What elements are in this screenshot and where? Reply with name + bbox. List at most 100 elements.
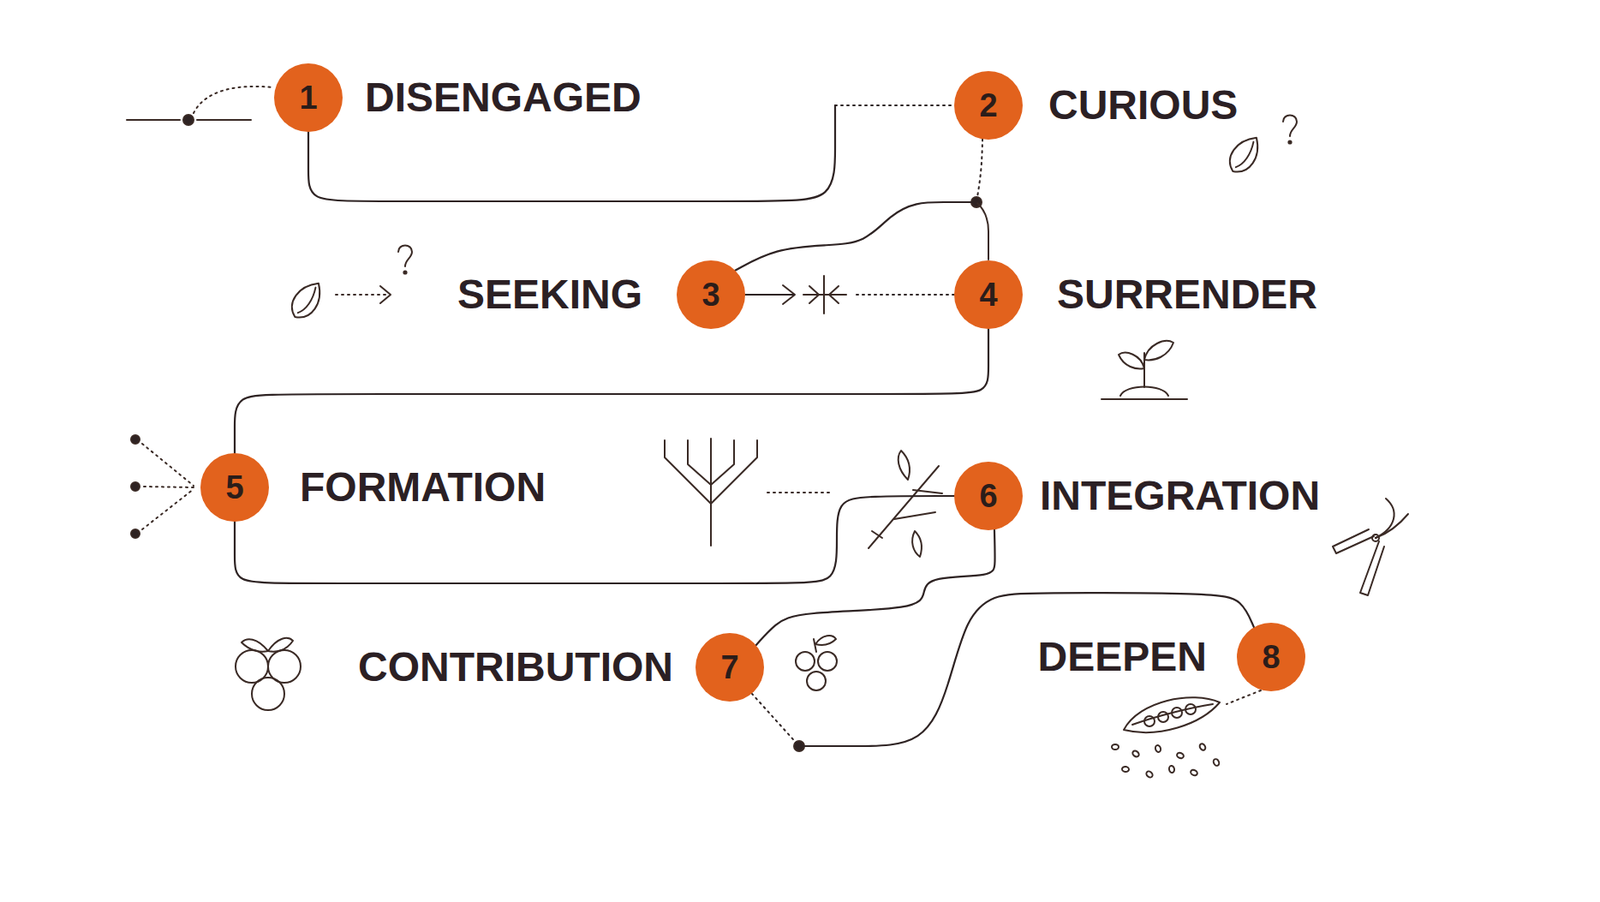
step-number: 5 [225, 471, 244, 504]
step-number: 1 [298, 81, 317, 114]
pea-pod-icon [1185, 704, 1196, 715]
grapes-icon [795, 651, 815, 671]
tree-icon [664, 438, 831, 546]
question-icon [398, 245, 412, 275]
step-label: CONTRIBUTION [358, 644, 674, 691]
seeds-icon [1176, 752, 1185, 759]
step-circle: 6INTEGRATION [954, 461, 1023, 531]
seeds-icon [1212, 758, 1221, 767]
path-connector [308, 105, 955, 202]
grapes-icon [795, 635, 837, 691]
berries-icon [235, 638, 301, 711]
branch-dots [131, 435, 194, 538]
pruner-icon [1360, 541, 1385, 596]
twig-icon [898, 450, 910, 480]
twig-icon [868, 450, 943, 557]
step-label: SURRENDER [1056, 272, 1318, 318]
step-circle: 8DEEPEN [1236, 622, 1306, 692]
step-circle: 5FORMATION [200, 453, 269, 522]
connector-line [756, 529, 996, 645]
step-number: 8 [1261, 640, 1280, 674]
grapes-icon [817, 651, 837, 671]
start-marker [126, 86, 273, 126]
step-label: DEEPEN [1038, 634, 1207, 681]
step-label: CURIOUS [1048, 83, 1238, 129]
twig-icon [868, 465, 939, 549]
sprout-icon [1120, 387, 1169, 397]
question-icon [1283, 115, 1297, 138]
connector-line [752, 693, 800, 747]
grapes-icon [813, 638, 817, 652]
connector-line [856, 293, 955, 296]
sprout-icon [1144, 340, 1174, 360]
grapes-icon [806, 671, 826, 691]
connector-line [234, 328, 989, 454]
seeds-icon [1145, 770, 1154, 779]
step-circle: 7CONTRIBUTION [695, 632, 765, 702]
berries-icon [268, 638, 293, 652]
seed-icon [1235, 142, 1257, 170]
tree-icon [710, 440, 758, 504]
seed-icon [285, 276, 329, 324]
step-number: 7 [720, 650, 739, 684]
seeds-icon [1111, 742, 1220, 779]
branch-dots [131, 482, 140, 491]
seeds-icon [1111, 744, 1119, 750]
step-circle: 4SURRENDER [954, 260, 1023, 329]
tree-icon [687, 440, 711, 485]
step-label: FORMATION [299, 465, 546, 511]
step-number: 6 [979, 479, 998, 513]
illustration [126, 86, 1409, 779]
twig-icon [912, 531, 922, 557]
branch-dots [142, 443, 194, 530]
connector-line [734, 202, 977, 271]
tree-icon [767, 491, 831, 494]
path-connector [745, 294, 955, 296]
converge-symbol [809, 286, 819, 304]
pruner-icon [1372, 534, 1380, 542]
step-circle: 2CURIOUS [954, 71, 1023, 140]
connector-line [308, 105, 836, 202]
sprout-icon [1101, 340, 1188, 400]
pruner-icon [1375, 498, 1395, 538]
start-marker [193, 86, 273, 114]
path-connector [756, 529, 996, 645]
seeds-icon [1168, 765, 1175, 774]
pea-pod-icon [1171, 707, 1183, 718]
pruner-icon [1332, 498, 1409, 596]
branch-dots [131, 435, 140, 444]
twig-icon [913, 489, 943, 494]
tree-icon [664, 440, 711, 504]
tree-icon [710, 440, 735, 485]
sprout-icon [1118, 352, 1145, 370]
twig-icon [871, 531, 883, 538]
branch-dots [131, 529, 140, 538]
path-connector [734, 138, 983, 270]
step-number: 4 [979, 278, 998, 311]
step-label: SEEKING [457, 272, 643, 318]
seed-icon [1223, 131, 1266, 179]
junction-dot [971, 197, 989, 260]
step-label: INTEGRATION [1039, 473, 1320, 520]
pruner-icon [1375, 513, 1409, 538]
start-marker [183, 114, 194, 126]
path-connector [234, 328, 989, 454]
seek-arrow [380, 286, 391, 304]
converge-symbol [829, 286, 839, 304]
tree-icon [710, 438, 712, 546]
step-circle: 3SEEKING [676, 260, 746, 329]
pea-pod-icon [1158, 711, 1169, 723]
pea-pod-icon [1123, 690, 1261, 733]
pea-pod-icon [1144, 716, 1155, 727]
step-circle: 1DISENGAGED [274, 63, 343, 132]
seed-icon [298, 287, 319, 316]
junction-dot [976, 202, 989, 260]
pea-pod-icon [1123, 697, 1220, 733]
seed-icon [1223, 131, 1266, 179]
berries-icon [241, 638, 269, 651]
seeds-icon [1189, 769, 1199, 777]
pea-pod-icon [1226, 690, 1261, 705]
seeds-icon [1198, 742, 1206, 752]
